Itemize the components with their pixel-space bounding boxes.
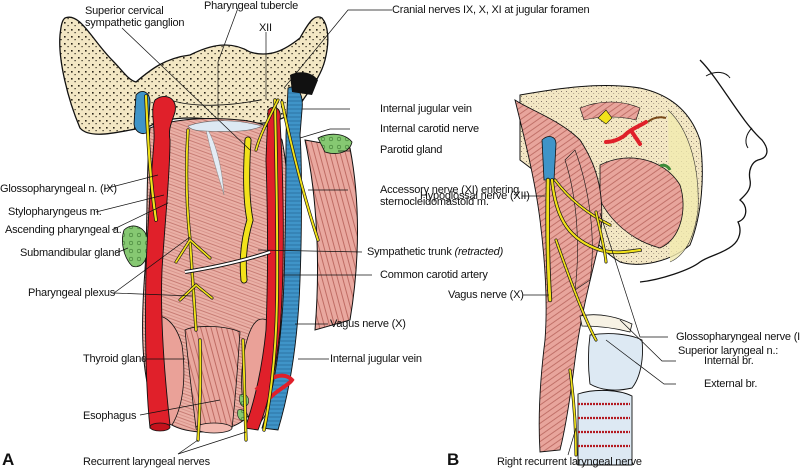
label-cranial-nerves-jugular-foramen: Cranial nerves IX, X, XI at jugular fora… [392,4,590,16]
label-internal-jugular-vein-bottom: Internal jugular vein [330,353,422,365]
label-stylopharyngeus: Stylopharyngeus m. [8,206,102,218]
facial-muscles [599,157,684,249]
trachea [577,389,633,466]
sternocleidomastoid-muscle [304,139,358,331]
internal-jugular-vein-b [541,136,557,181]
label-internal-branch: Internal br. [704,355,754,367]
label-pharyngeal-plexus: Pharyngeal plexus [28,287,116,299]
tracheal-rings [578,402,630,448]
nerves-panel-b [545,177,642,457]
label-xii: XII [259,22,272,34]
panel-label-b: B [447,450,460,469]
label-parotid-gland: Parotid gland [380,144,443,156]
label-vagus-nerve-a: Vagus nerve (X) [330,318,406,330]
skull-base-bone [59,16,329,135]
label-glossopharyngeal-n: Glossopharyngeal n. (IX) [0,183,117,195]
label-superior-laryngeal: Superior laryngeal n.: [678,345,779,357]
label-internal-carotid-nerve: Internal carotid nerve [380,123,479,135]
label-esophagus: Esophagus [83,410,137,422]
hyoid-bone [579,314,633,333]
label-sympathetic-trunk: Sympathetic trunk (retracted) [367,246,504,258]
submandibular-gland [122,225,149,268]
label-glossopharyngeal-nerve-b: Glossopharyngeal nerve (IX) [676,331,800,343]
label-vagus-nerve-b: Vagus nerve (X) [448,289,524,301]
panel-a-illustration [59,7,392,455]
label-accessory-nerve: Accessory nerve (XI) entering sternoclei… [380,184,520,208]
label-superior-cervical-ganglion: Superior cervical sympathetic ganglion [85,5,185,29]
panel-b-illustration [514,59,768,466]
leader-lines-panel-a [95,7,392,455]
label-ascending-pharyngeal-a: Ascending pharyngeal a. [5,224,122,236]
thyroid-cartilage [588,333,643,391]
panel-label-a: A [2,450,15,469]
label-pharyngeal-tubercle: Pharyngeal tubercle [204,0,299,12]
internal-jugular-vein-right [261,86,303,431]
maxillary-artery [604,120,648,146]
label-hypoglossal-nerve: Hypoglossal nerve (XII) [420,190,530,202]
face-profile-outline [639,59,768,283]
label-common-carotid-artery: Common carotid artery [380,269,488,281]
label-external-branch: External br. [704,378,758,390]
leader-lines-panel-b [522,195,676,456]
label-submandibular-gland: Submandibular gland [20,247,121,259]
parotid-gland [317,133,353,154]
label-internal-jugular-vein-top: Internal jugular vein [380,103,472,115]
label-recurrent-laryngeal-nerves: Recurrent laryngeal nerves [83,456,210,468]
label-right-recurrent-laryngeal-nerve: Right recurrent laryngeal nerve [497,456,642,468]
label-thyroid-gland: Thyroid gland [83,353,148,365]
